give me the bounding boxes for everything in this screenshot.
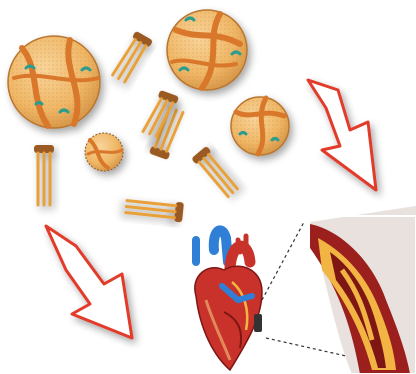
phospholipid-4 <box>191 146 240 199</box>
lipoprotein-particle-large-top <box>167 10 247 90</box>
lipoprotein-particle-small <box>85 133 123 171</box>
artery-plaque-cross-section <box>302 206 416 374</box>
phospholipid-3 <box>34 145 54 205</box>
phospholipid-1 <box>111 31 153 84</box>
lipoprotein-particle-medium <box>231 97 289 155</box>
phospholipid-5 <box>125 197 184 223</box>
lipoprotein-particle-large-left <box>8 36 100 128</box>
arrow-right-down <box>308 80 376 190</box>
arrow-left-down <box>46 226 132 338</box>
heart-icon <box>195 230 262 370</box>
